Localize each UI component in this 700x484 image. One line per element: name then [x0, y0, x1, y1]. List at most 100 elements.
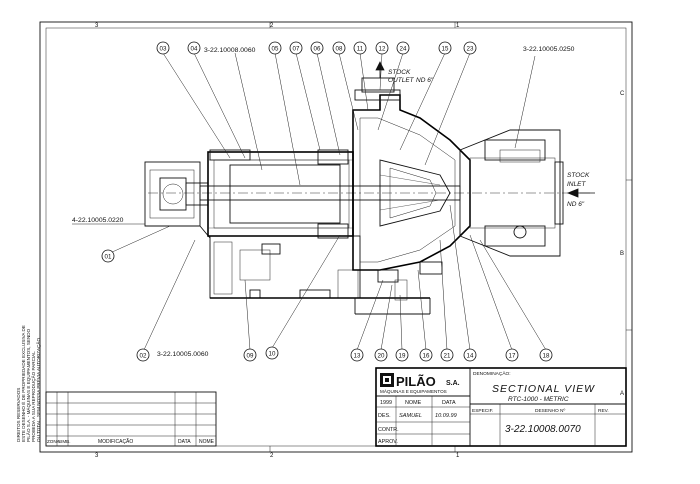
svg-text:06: 06 [314, 45, 321, 52]
balloon-17: 17 [505, 348, 519, 362]
svg-text:OU TOTAL, SEM NOSSA PRÉVIA AUT: OU TOTAL, SEM NOSSA PRÉVIA AUTORIZAÇÃO. [35, 337, 41, 442]
row-aprov: APROV. [378, 439, 398, 445]
stock-inlet-label-2: INLET [567, 181, 586, 188]
balloon-05: 05 [268, 41, 282, 55]
svg-text:09: 09 [247, 352, 254, 359]
svg-text:PILÃO S.A. - MÁQUINAS E EQUIPA: PILÃO S.A. - MÁQUINAS E EQUIPAMENTOS, SE… [25, 328, 31, 442]
ref-left: 4-22.10005.0220 [72, 217, 124, 224]
ref-top: 3-22.10008.0060 [204, 47, 256, 54]
svg-text:18: 18 [543, 352, 550, 359]
col-data: DATA [442, 400, 456, 406]
label-especif: ESPECIF. [472, 408, 493, 414]
balloon-09: 09 [243, 348, 257, 362]
balloon-01: 01 [101, 249, 115, 263]
drawing-subtitle: RTC-1000 - METRIC [508, 396, 569, 403]
drawing-title: SECTIONAL VIEW [492, 383, 595, 395]
company-suffix: S.A. [446, 380, 460, 387]
svg-text:19: 19 [399, 352, 406, 359]
zone-right-a: A [620, 391, 624, 397]
rev-col-nome: NOME [199, 439, 215, 445]
balloon-13: 13 [350, 348, 364, 362]
base-frame [209, 235, 431, 315]
svg-text:03: 03 [160, 45, 167, 52]
balloon-16: 16 [419, 348, 433, 362]
rev-col-data: DATA [178, 439, 191, 445]
drawing-frame: 3 2 1 3 2 1 C B A [39, 21, 633, 459]
year: 1999 [380, 400, 392, 406]
balloon-06: 06 [310, 41, 324, 55]
zone-top-3: 1 [456, 23, 460, 29]
zone-top-1: 3 [95, 23, 99, 29]
balloon-14: 14 [463, 348, 477, 362]
balloon-19: 19 [395, 348, 409, 362]
balloon-04: 04 [187, 41, 201, 55]
label-rev: REV. [598, 408, 609, 414]
rev-col-zona: ZONA [47, 439, 61, 444]
svg-text:02: 02 [140, 352, 147, 359]
flow-arrows [375, 61, 595, 198]
zone-bottom-1: 3 [95, 453, 99, 459]
label-denominacao: DENOMINAÇÃO: [473, 370, 511, 377]
svg-text:ESTE DESENHO É DE PROPRIEDADE: ESTE DESENHO É DE PROPRIEDADE EXCLUSIVA … [20, 325, 26, 442]
designer-name: SAMUEL [399, 413, 422, 419]
zone-right-c: C [620, 91, 625, 97]
drawing-date: 10.09.99 [435, 413, 457, 419]
balloon-12: 12 [375, 41, 389, 55]
svg-text:PROIBIDA A SUA REPRODUÇÃO PARC: PROIBIDA A SUA REPRODUÇÃO PARCIAL [30, 351, 36, 442]
svg-text:15: 15 [442, 45, 449, 52]
bearing-housing [199, 149, 461, 239]
stock-inlet-label-1: STOCK [567, 172, 590, 179]
svg-text:20: 20 [378, 352, 385, 359]
company-name: PILÃO [396, 374, 436, 389]
stock-outlet-label-3: ND 6" [416, 77, 434, 84]
balloon-07: 07 [289, 41, 303, 55]
balloon-21: 21 [440, 348, 454, 362]
svg-text:24: 24 [400, 45, 407, 52]
balloon-18: 18 [539, 348, 553, 362]
revision-block: ZONA SIMB. MODIFICAÇÃO DATA NOME [45, 391, 217, 447]
ref-bottom: 3-22.10005.0060 [157, 351, 209, 358]
svg-text:12: 12 [379, 45, 386, 52]
zone-bottom-3: 1 [456, 453, 460, 459]
label-desenho: DESENHO Nº [535, 408, 566, 414]
title-block: PILÃO S.A. MÁQUINAS E EQUIPAMENTOS 1999 … [375, 367, 627, 447]
svg-text:23: 23 [467, 45, 474, 52]
leader-lines [109, 52, 547, 353]
rev-col-simb: SIMB. [58, 439, 71, 444]
rev-col-modificacao: MODIFICAÇÃO [98, 438, 133, 445]
zone-top-2: 2 [270, 23, 274, 29]
zone-right-b: B [620, 251, 624, 257]
svg-text:11: 11 [357, 45, 364, 52]
pump-casing [352, 77, 471, 301]
stock-outlet-label-1: STOCK [388, 69, 411, 76]
stock-inlet-label-3: ND 6" [567, 201, 585, 208]
balloon-10: 10 [265, 346, 279, 360]
svg-text:08: 08 [336, 45, 343, 52]
zone-bottom-2: 2 [270, 453, 274, 459]
col-nome: NOME [405, 400, 422, 406]
balloon-24: 24 [396, 41, 410, 55]
copyright-note: DIREITOS RESERVADOS ESTE DESENHO É DE PR… [16, 325, 41, 442]
row-contr: CONTR. [378, 427, 399, 433]
balloon-02: 02 [136, 348, 150, 362]
balloon-03: 03 [156, 41, 170, 55]
svg-text:DIREITOS RESERVADOS: DIREITOS RESERVADOS [16, 388, 21, 442]
balloon-11: 11 [353, 41, 367, 55]
svg-text:01: 01 [105, 253, 112, 260]
balloon-08: 08 [332, 41, 346, 55]
svg-text:10: 10 [269, 350, 276, 357]
svg-text:04: 04 [191, 45, 198, 52]
svg-text:07: 07 [293, 45, 300, 52]
svg-text:14: 14 [467, 352, 474, 359]
balloon-15: 15 [438, 41, 452, 55]
company-subtitle: MÁQUINAS E EQUIPAMENTOS [380, 388, 447, 394]
row-des: DES. [378, 413, 391, 419]
ref-right: 3-22.10005.0250 [523, 46, 575, 53]
drawing-number: 3-22.10008.0070 [505, 424, 581, 435]
svg-text:16: 16 [423, 352, 430, 359]
stock-outlet-label-2: OUTLET [388, 77, 415, 84]
balloon-23: 23 [463, 41, 477, 55]
balloon-20: 20 [374, 348, 388, 362]
svg-text:21: 21 [444, 352, 451, 359]
